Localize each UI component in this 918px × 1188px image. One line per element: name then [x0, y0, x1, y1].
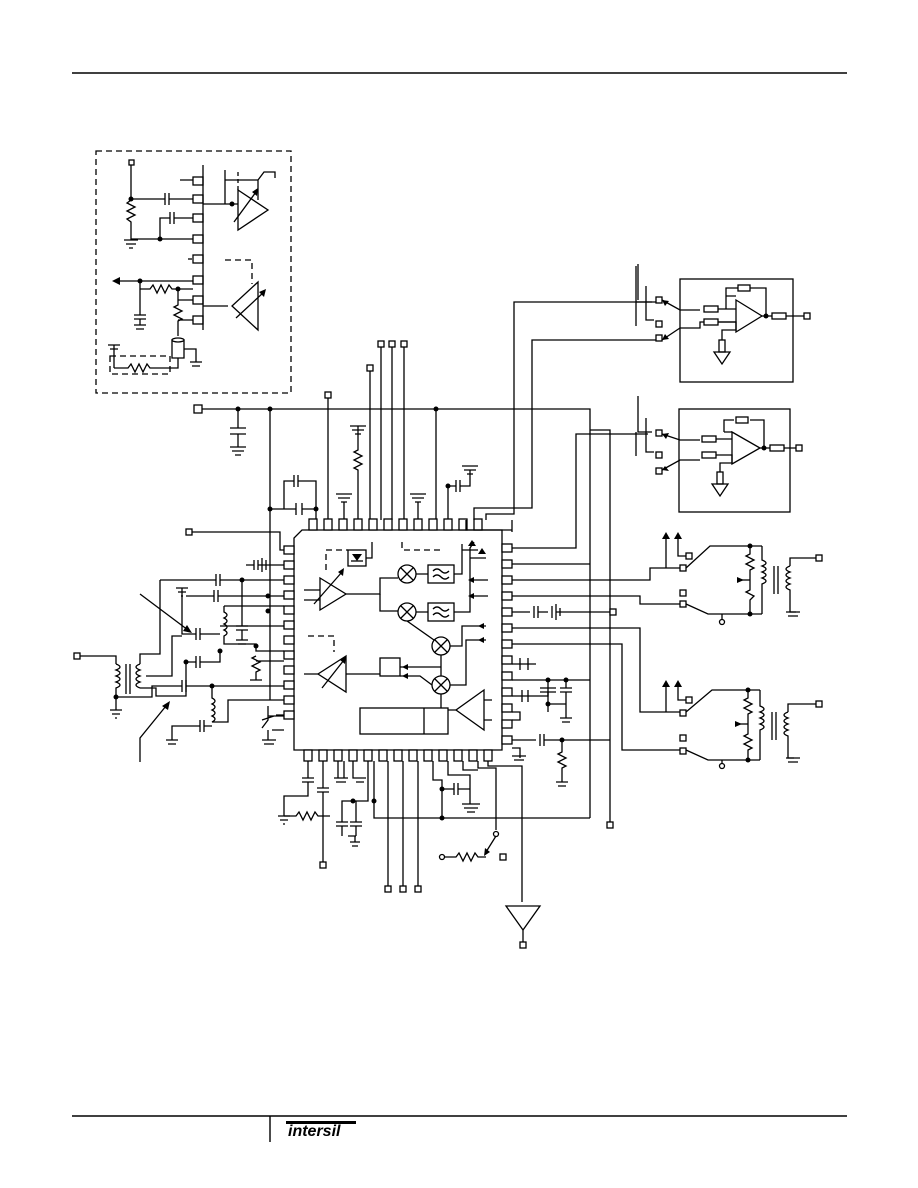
- opamp-block-1: [635, 264, 811, 383]
- intersil-logo: intersil: [286, 1121, 356, 1140]
- inset-detail-box: [95, 150, 292, 394]
- ic-right-pins: [501, 543, 513, 745]
- left-rf-network: [73, 528, 284, 762]
- ic-bottom-pins: [303, 749, 493, 762]
- ic-top-pins: [308, 518, 483, 531]
- bottom-network: [278, 429, 614, 949]
- logo-text: intersil: [288, 1123, 341, 1140]
- ic-left-pins: [283, 545, 295, 720]
- main-ic: [283, 518, 513, 762]
- transformer-block-1: [662, 532, 823, 626]
- right-network: [465, 301, 686, 787]
- supply-rail: [193, 340, 591, 818]
- opamp-block-2: [635, 396, 803, 513]
- transformer-block-2: [662, 680, 823, 770]
